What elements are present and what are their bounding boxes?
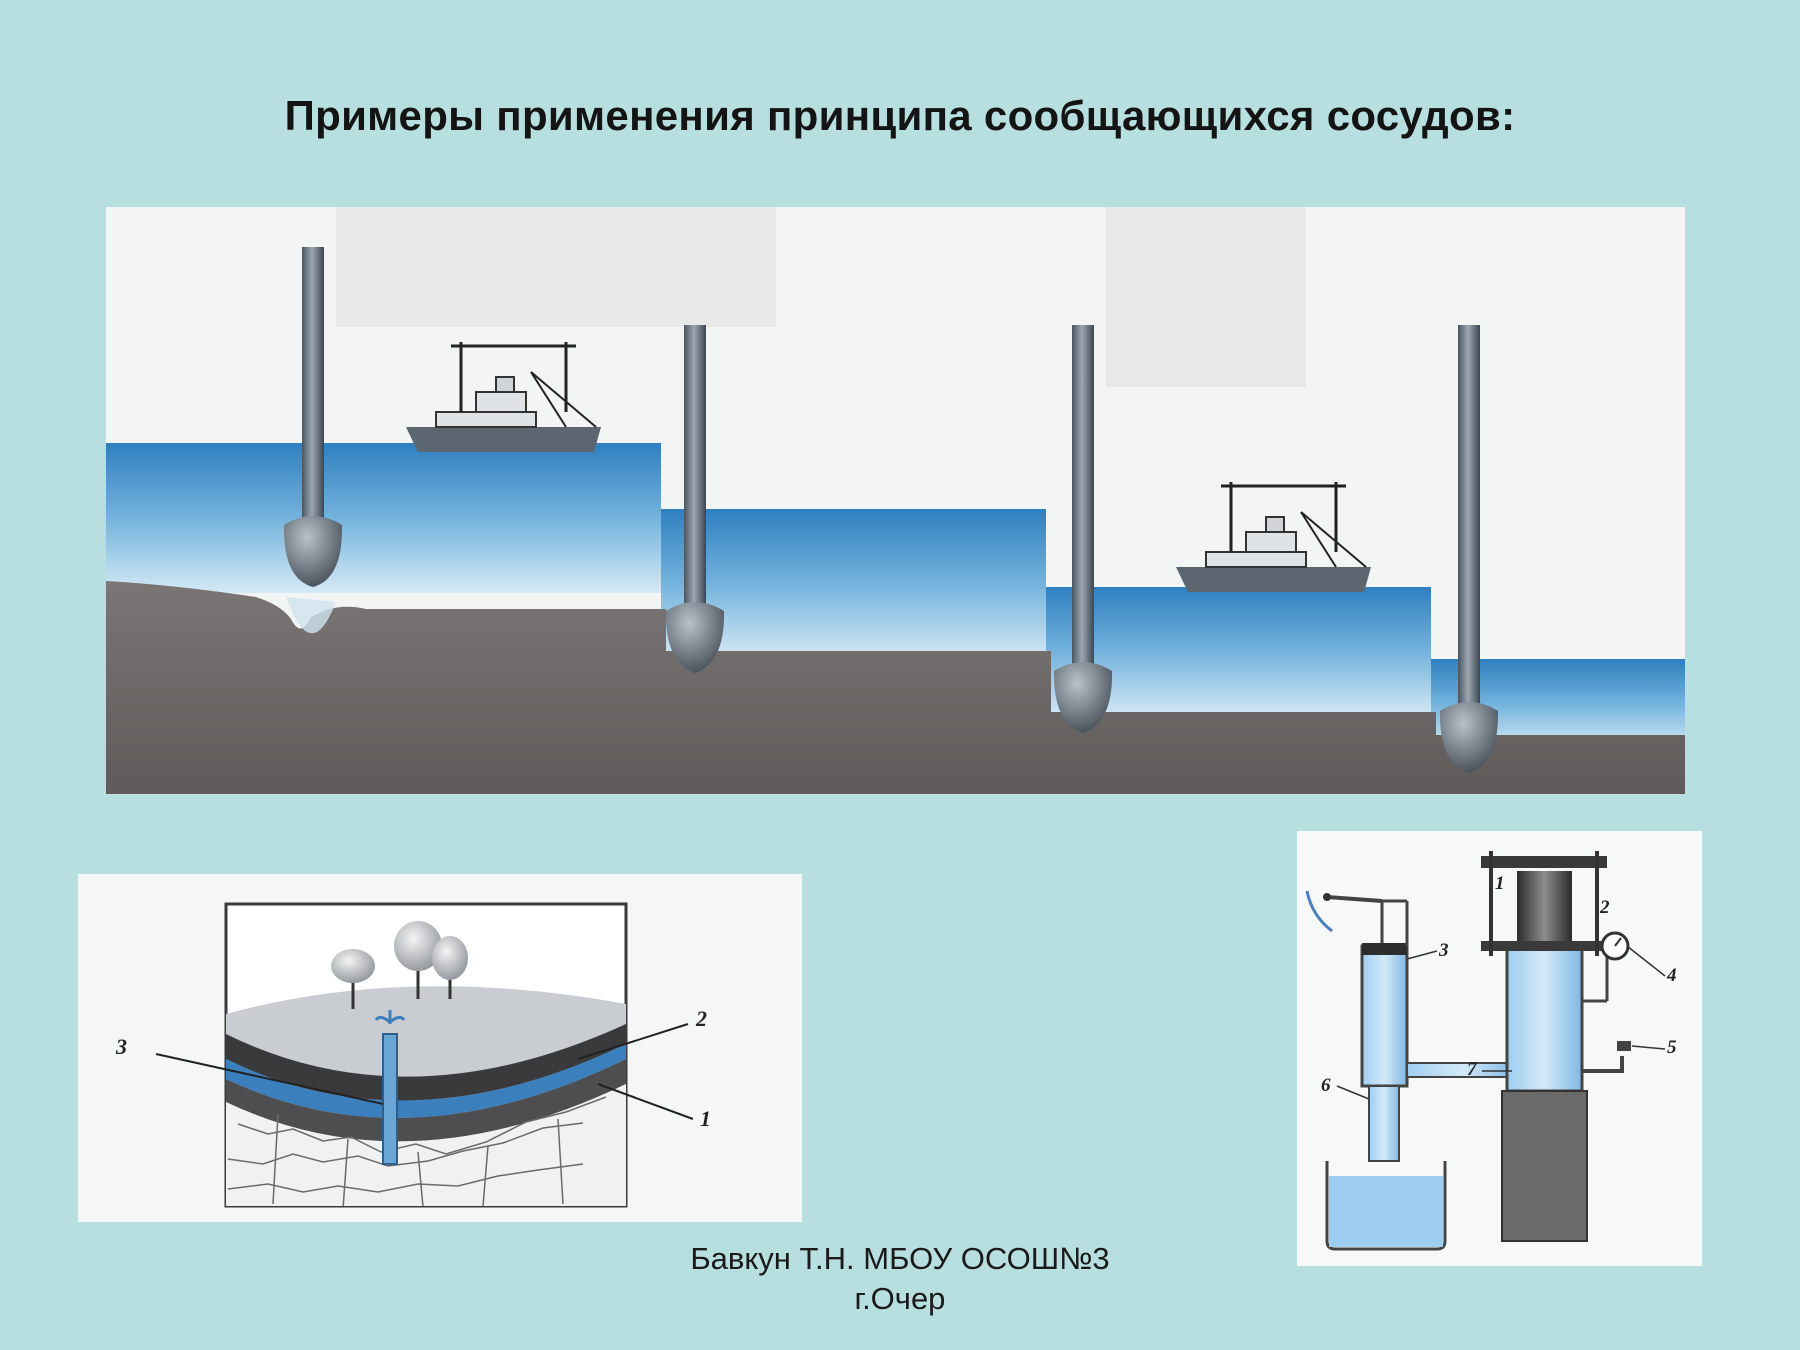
gate-2 <box>666 325 724 673</box>
water-pool-1 <box>106 443 661 593</box>
valve <box>1617 1041 1631 1051</box>
leader-2 <box>577 1023 689 1060</box>
label-1: 1 <box>700 1106 711 1131</box>
press-svg: 1 2 3 4 5 6 7 <box>1305 851 1677 1251</box>
large-cylinder <box>1505 944 1584 1093</box>
water-pool-2 <box>661 509 1046 659</box>
locks-svg <box>106 207 1685 794</box>
press-label-5: 5 <box>1667 1037 1677 1058</box>
small-cylinder <box>1360 944 1409 1088</box>
leader-1 <box>597 1083 694 1120</box>
gate-4 <box>1440 325 1498 773</box>
press-label-7: 7 <box>1467 1059 1478 1080</box>
footer-author: Бавкун Т.Н. МБОУ ОСОШ№3 <box>690 1241 1110 1276</box>
press-bottom-plate <box>1481 941 1607 951</box>
small-piston <box>1362 943 1407 955</box>
press-label-2: 2 <box>1599 897 1610 918</box>
artesian-well-diagram: 3 2 1 <box>78 874 802 1222</box>
footer-location: г.Очер <box>854 1281 946 1316</box>
reservoir <box>1325 1161 1447 1251</box>
artesian-svg: 3 2 1 <box>115 902 711 1208</box>
trees <box>331 921 468 1009</box>
suction-pipe <box>1368 1085 1400 1162</box>
press-label-6: 6 <box>1321 1075 1331 1096</box>
locks-diagram <box>106 207 1685 794</box>
press-base <box>1501 1090 1588 1242</box>
press-top-plate <box>1481 856 1607 868</box>
valve-pipe <box>1582 1056 1624 1073</box>
gate-1 <box>284 247 342 587</box>
pump-lever <box>1326 895 1383 903</box>
large-piston <box>1517 871 1572 951</box>
well-pipe <box>382 1033 398 1165</box>
ship-1 <box>406 342 601 452</box>
reservoir-water <box>1329 1176 1443 1247</box>
scour-bowl <box>286 597 336 634</box>
ship-2 <box>1176 482 1371 592</box>
connecting-pipe <box>1406 1062 1518 1078</box>
gate-3 <box>1054 325 1112 733</box>
slide-title: Примеры применения принципа сообщающихся… <box>284 92 1516 139</box>
hydraulic-press-diagram: 1 2 3 4 5 6 7 <box>1297 831 1702 1266</box>
background-texture <box>336 207 1306 387</box>
press-label-4: 4 <box>1666 965 1677 986</box>
press-label-1: 1 <box>1495 873 1505 894</box>
aquifer-layer <box>226 1044 626 1119</box>
label-3: 3 <box>115 1034 127 1059</box>
label-2: 2 <box>695 1006 707 1031</box>
leader-3 <box>155 1053 384 1105</box>
fountain <box>374 1010 406 1024</box>
rotation-arrow <box>1305 890 1333 933</box>
press-label-3: 3 <box>1438 940 1449 961</box>
riverbed-ground <box>106 581 1685 794</box>
